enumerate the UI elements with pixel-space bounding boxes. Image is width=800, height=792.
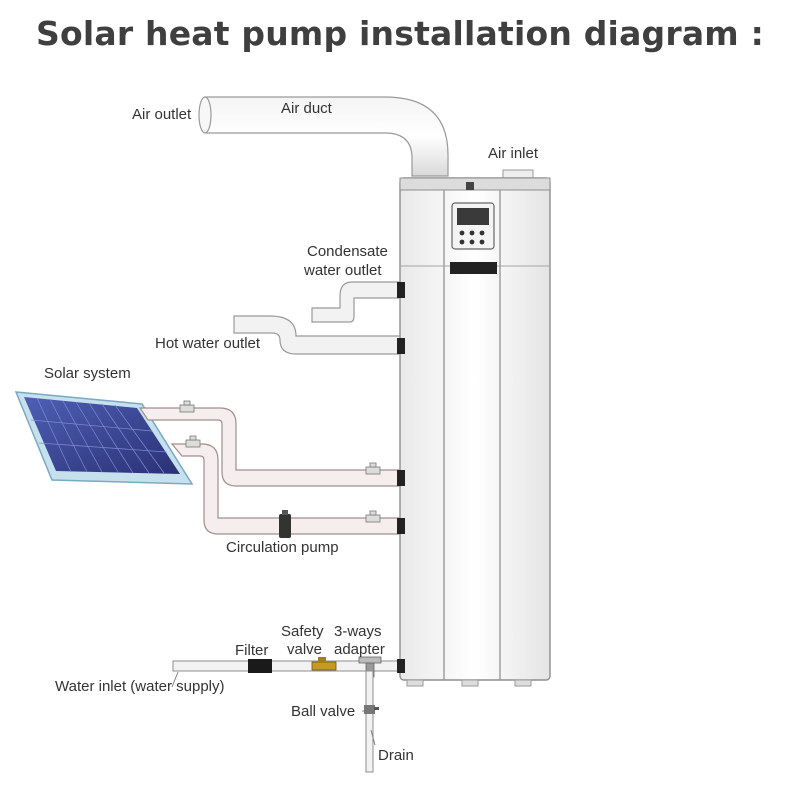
label-solar-system: Solar system	[44, 365, 131, 382]
ball-valve	[364, 705, 379, 714]
label-condensate-line1: Condensate	[307, 243, 388, 260]
condensate-outlet-pipe	[311, 281, 405, 323]
solar-pipe-lower	[170, 443, 405, 535]
diagram-title: Solar heat pump installation diagram :	[36, 14, 764, 53]
label-safety-valve-line2: valve	[287, 641, 322, 658]
unit-display-strip	[450, 262, 497, 274]
label-filter: Filter	[235, 642, 268, 659]
water-inlet-pipe	[172, 656, 405, 678]
safety-valve	[311, 657, 337, 671]
heat-pump-unit	[399, 177, 551, 687]
label-adapter-line2: adapter	[334, 641, 385, 658]
label-drain: Drain	[378, 747, 414, 764]
circulation-pump	[279, 510, 291, 538]
solar-panel	[14, 391, 194, 485]
label-circulation-pump: Circulation pump	[226, 539, 339, 556]
solar-pipe-upper	[138, 407, 405, 487]
label-condensate-line2: water outlet	[303, 262, 382, 279]
filter	[248, 659, 272, 673]
label-water-inlet: Water inlet (water supply)	[55, 678, 225, 695]
label-ball-valve: Ball valve	[291, 703, 355, 720]
label-adapter-line1: 3-ways	[334, 623, 382, 640]
drain-pipe	[364, 670, 379, 773]
control-panel	[451, 202, 495, 250]
pipe-fittings	[179, 400, 381, 523]
hot-water-outlet-pipe	[233, 315, 405, 355]
leader-lines	[171, 671, 376, 746]
label-air-outlet: Air outlet	[132, 106, 192, 123]
label-air-inlet: Air inlet	[488, 145, 539, 162]
air-duct	[198, 96, 449, 177]
label-air-duct: Air duct	[281, 100, 333, 117]
label-safety-valve-line1: Safety	[281, 623, 324, 640]
label-hot-water-outlet: Hot water outlet	[155, 335, 261, 352]
